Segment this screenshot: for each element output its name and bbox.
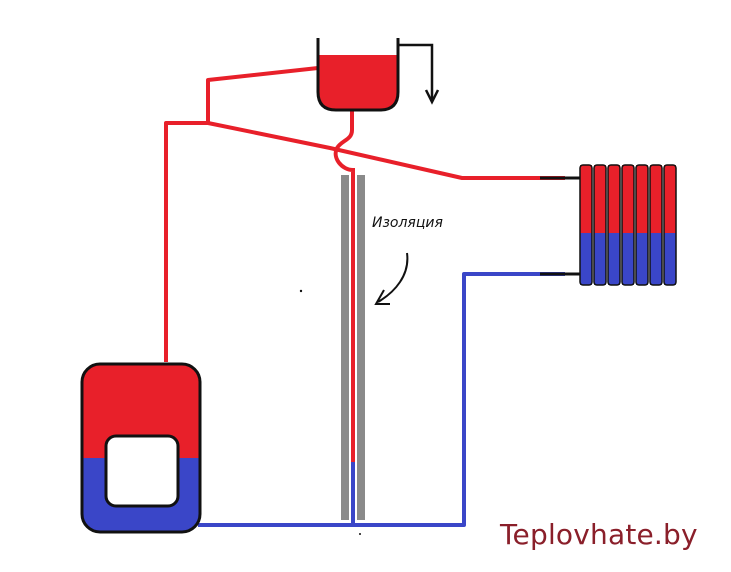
radiator-section-hot	[650, 165, 662, 233]
return-pipe	[198, 272, 565, 527]
supply-pipe	[164, 66, 565, 462]
radiator-section-outline	[663, 164, 677, 286]
insulation-arrow	[374, 252, 409, 305]
stray-dot	[299, 289, 303, 293]
boiler	[80, 362, 202, 534]
radiator-section-hot	[594, 165, 606, 233]
radiator-section-outline	[621, 164, 635, 286]
radiator-section-hot	[664, 165, 676, 233]
radiator-section-outline	[635, 164, 649, 286]
radiator-section-cold	[636, 233, 648, 285]
radiator-section-outline	[593, 164, 607, 286]
radiator-section-hot	[608, 165, 620, 233]
riser-insulation	[341, 175, 365, 520]
site-watermark: Teplovhate.by	[500, 518, 698, 551]
radiator-section-hot	[580, 165, 592, 233]
radiator-section-outline	[579, 164, 593, 286]
radiator	[540, 164, 677, 286]
radiator-section-cold	[622, 233, 634, 285]
radiator-section-cold	[650, 233, 662, 285]
radiator-section-hot	[622, 165, 634, 233]
radiator-section-outline	[649, 164, 663, 286]
radiator-section-cold	[664, 233, 676, 285]
radiator-section-hot	[636, 165, 648, 233]
expansion-tank	[316, 38, 440, 112]
stray-dot	[359, 533, 361, 535]
radiator-section-cold	[580, 233, 592, 285]
radiator-section-cold	[608, 233, 620, 285]
tank-outlet-loop	[333, 110, 355, 190]
radiator-section-cold	[594, 233, 606, 285]
insulation-label: Изоляция	[372, 215, 443, 231]
radiator-section-outline	[607, 164, 621, 286]
